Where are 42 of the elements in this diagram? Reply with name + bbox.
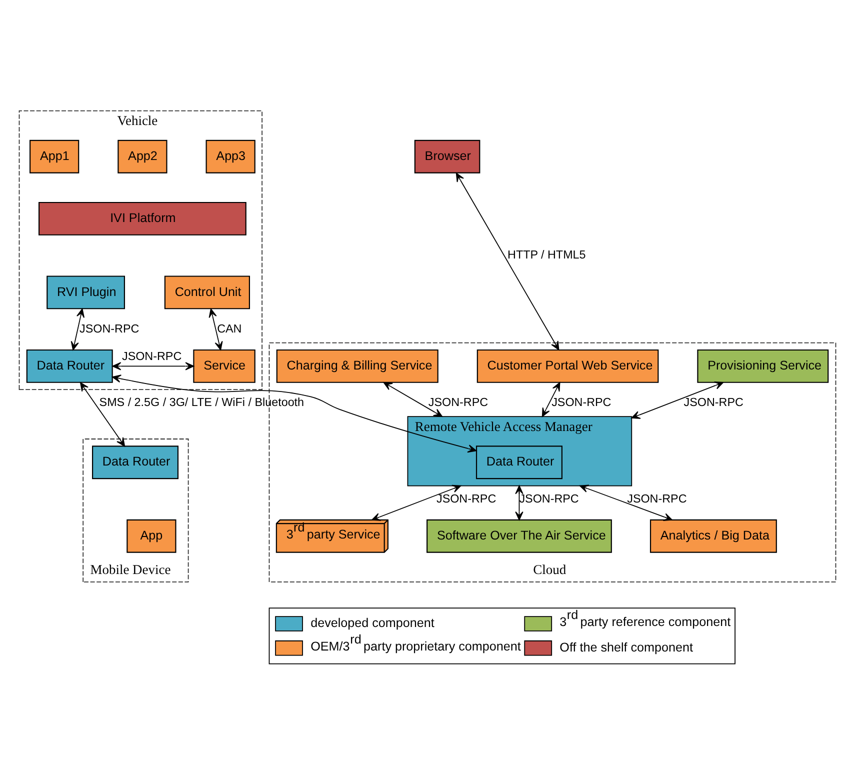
edge-label: JSON-RPC [552, 396, 612, 409]
arrow [80, 382, 126, 446]
arrow [383, 382, 443, 416]
node-box: Browser [414, 139, 480, 173]
node-box: Data Router [476, 445, 562, 479]
edge-label: JSON-RPC [436, 492, 496, 505]
edge-label: JSON-RPC [122, 350, 182, 363]
edge-label: JSON-RPC [80, 322, 140, 335]
arrow [631, 381, 724, 418]
node-box: Analytics / Big Data [650, 518, 777, 552]
arrow [112, 374, 477, 452]
node-box: App2 [118, 139, 168, 173]
node-box: Software Over The Air Service [426, 518, 612, 552]
edge-label: JSON-RPC [627, 492, 687, 505]
arrow [515, 484, 524, 520]
arrow [372, 484, 462, 520]
edge-label: SMS / 2.5G / 3G/ LTE / WiFi / Bluetooth [99, 396, 304, 409]
arrow [579, 484, 673, 520]
node-box: Customer Portal Web Service [476, 348, 659, 382]
node-box: IVI Platform [38, 201, 246, 235]
node-box: Provisioning Service [697, 348, 829, 382]
edge-label: JSON-RPC [519, 492, 579, 505]
arrow [112, 362, 194, 370]
arrow [208, 308, 223, 350]
node-box: App1 [30, 139, 80, 173]
arrow [542, 382, 560, 416]
node-box: Control Unit [164, 275, 250, 309]
legend-label: developed component [310, 616, 434, 630]
arrow [70, 308, 85, 350]
edge-label: HTTP / HTML5 [508, 248, 586, 262]
node-box: App [126, 518, 176, 552]
node-box: App3 [206, 139, 256, 173]
legend-label: Off the shelf component [560, 640, 694, 654]
node-box: Service [193, 348, 256, 382]
node-box: Charging & Billing Service [276, 348, 438, 382]
node-box: Data Router [92, 445, 178, 479]
arrow [456, 172, 560, 350]
edge-label: JSON-RPC [428, 396, 488, 409]
edge-label: JSON-RPC [684, 396, 744, 409]
edge-label: CAN [217, 322, 242, 335]
node-box: Data Router [26, 348, 113, 382]
node-box: RVI Plugin [46, 275, 125, 309]
